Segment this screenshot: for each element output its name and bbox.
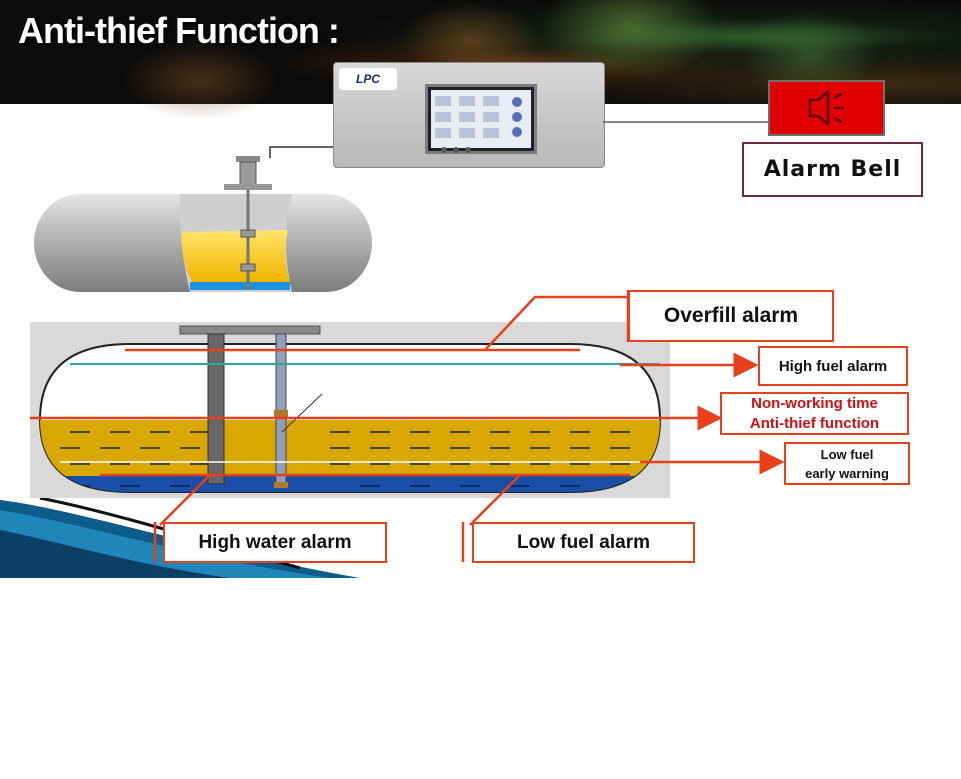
non-working-time-line2: Anti-thief function — [749, 414, 880, 432]
slide-title: Anti-thief Function : — [18, 10, 340, 51]
controller-touchscreen — [425, 84, 537, 154]
speaker-icon — [808, 89, 844, 127]
alarm-bell-label: Alarm Bell — [742, 142, 923, 197]
controller-buttons — [441, 147, 471, 153]
overfill-alarm-callout: Overfill alarm — [628, 290, 834, 342]
touchscreen-icons — [435, 96, 522, 138]
high-water-alarm-callout: High water alarm — [163, 522, 387, 563]
header-glow — [120, 40, 280, 120]
low-fuel-warning-line1: Low fuel — [820, 446, 874, 462]
non-working-time-line1: Non-working time — [751, 394, 878, 412]
storage-tank-illustration — [34, 156, 372, 292]
non-working-time-callout: Non-working time Anti-thief function — [720, 392, 909, 435]
low-fuel-warning-line2: early warning — [805, 465, 889, 481]
low-fuel-alarm-callout: Low fuel alarm — [472, 522, 695, 563]
low-fuel-early-warning-callout: Low fuel early warning — [784, 442, 910, 485]
alarm-bell-indicator — [768, 80, 885, 136]
high-fuel-alarm-callout: High fuel alarm — [758, 346, 908, 386]
controller-logo: LPC — [339, 68, 397, 90]
